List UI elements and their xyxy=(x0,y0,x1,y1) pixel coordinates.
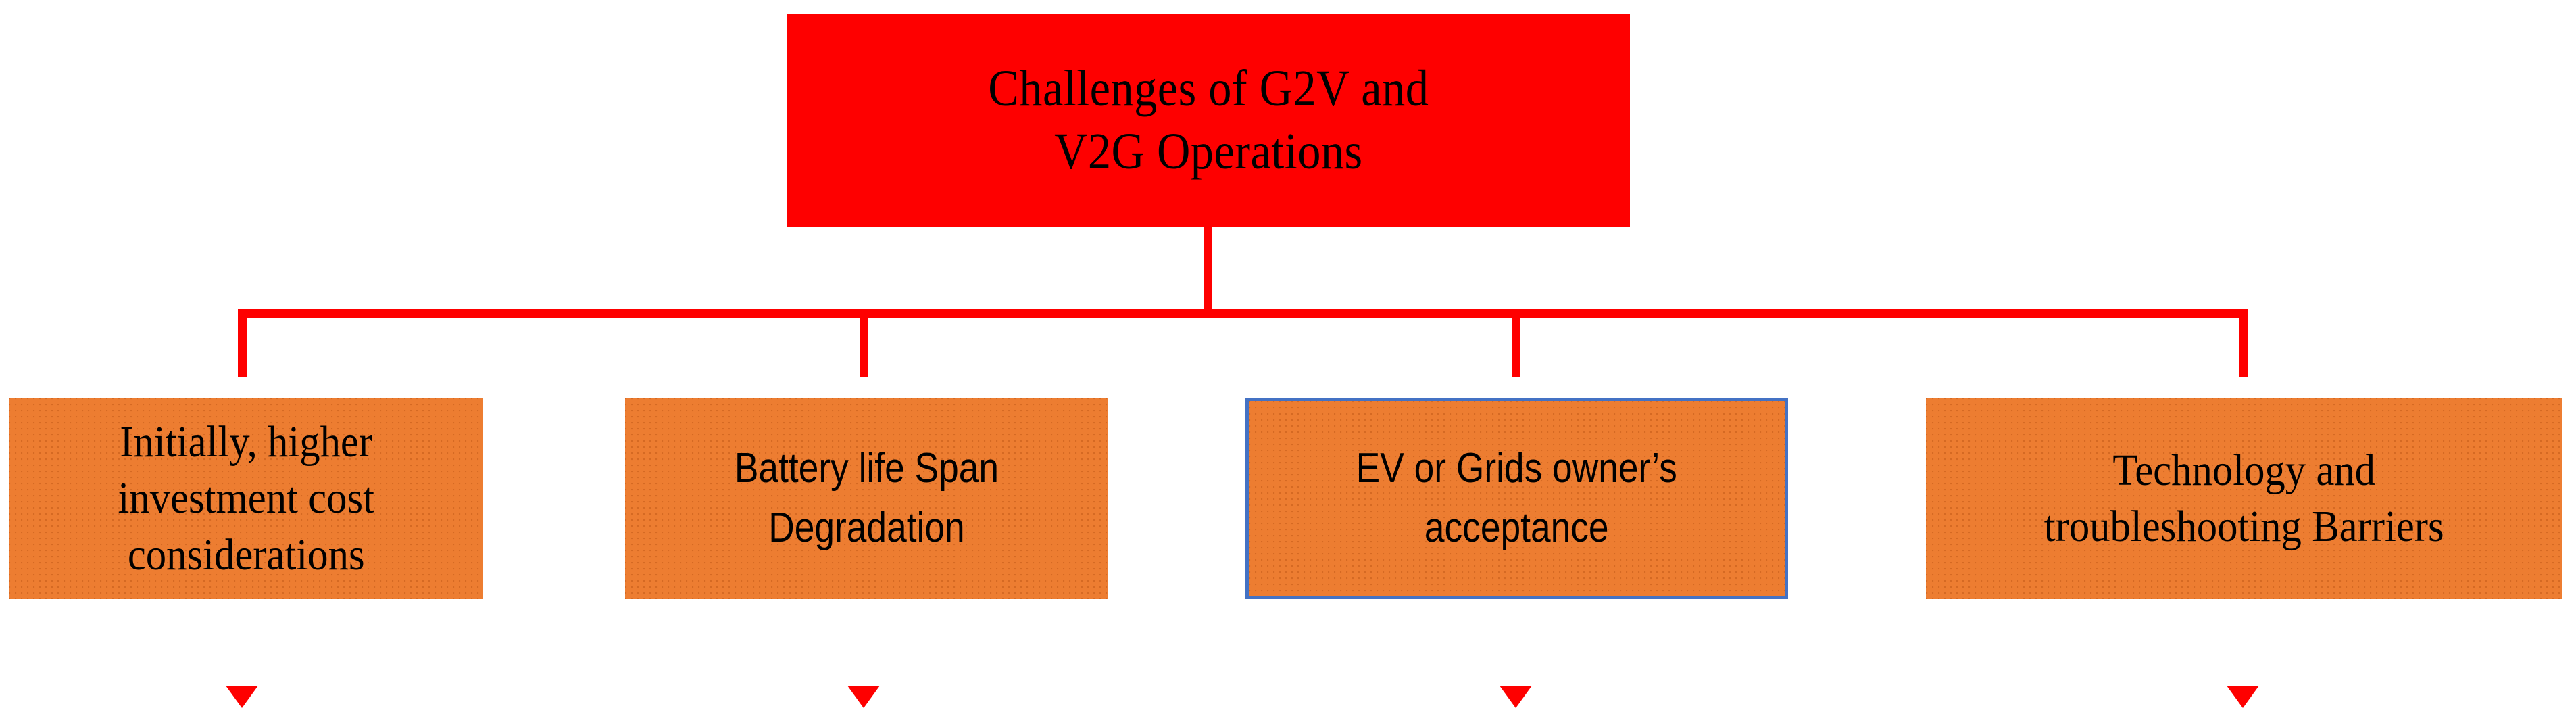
root-node-label: Challenges of G2V and V2G Operations xyxy=(988,60,1429,180)
connector-arrow-3 xyxy=(1500,309,1532,708)
leaf-node-owner-acceptance[interactable]: EV or Grids owner’s acceptance xyxy=(1245,398,1788,599)
connector-bus-horizontal xyxy=(238,309,2248,318)
leaf-node-battery-degradation[interactable]: Battery life Span Degradation xyxy=(625,398,1108,599)
root-node-challenges[interactable]: Challenges of G2V and V2G Operations xyxy=(787,14,1630,227)
connector-arrow-1 xyxy=(226,309,258,708)
arrow-head-icon xyxy=(847,686,880,708)
leaf-node-label: Technology and troubleshooting Barriers xyxy=(2044,445,2444,551)
leaf-node-label: EV or Grids owner’s acceptance xyxy=(1356,444,1678,551)
connector-arrow-4 xyxy=(2227,309,2259,708)
leaf-node-label: Initially, higher investment cost consid… xyxy=(118,417,374,580)
connector-arrow-2 xyxy=(847,309,880,708)
leaf-node-technology-barriers[interactable]: Technology and troubleshooting Barriers xyxy=(1926,398,2562,599)
leaf-node-label: Battery life Span Degradation xyxy=(734,444,999,551)
arrow-head-icon xyxy=(1500,686,1532,708)
leaf-node-investment-cost[interactable]: Initially, higher investment cost consid… xyxy=(9,398,483,599)
challenges-flowchart: Challenges of G2V and V2G Operations Ini… xyxy=(9,14,2562,708)
arrow-head-icon xyxy=(226,686,258,708)
arrow-head-icon xyxy=(2227,686,2259,708)
connector-stem-vertical xyxy=(1204,227,1212,313)
